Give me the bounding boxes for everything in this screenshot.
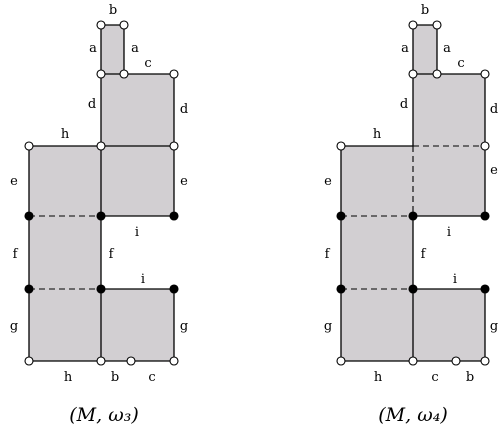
edge-label: d — [490, 102, 498, 117]
edge-label: d — [180, 102, 188, 117]
panel-right: b a a c d d h e e i f f i g g h c b (M, … — [324, 3, 498, 426]
edge-label: e — [10, 174, 18, 189]
edge-label: c — [148, 370, 155, 385]
vertex-open — [169, 356, 179, 366]
vertex-filled — [408, 211, 418, 221]
vertex-open — [408, 20, 418, 30]
edge-label: h — [64, 370, 73, 385]
vertex-open — [126, 356, 136, 366]
vertex-open — [432, 69, 442, 79]
edge-label: a — [89, 41, 97, 56]
vertex-filled — [24, 211, 34, 221]
edge-label: f — [13, 247, 19, 262]
edge-label: h — [61, 127, 70, 142]
vertex-open — [119, 20, 129, 30]
vertex-filled — [336, 211, 346, 221]
edge-label: e — [490, 163, 498, 178]
vertex-open — [24, 141, 34, 151]
edge-label: e — [180, 174, 188, 189]
vertex-open — [169, 69, 179, 79]
edge-label: f — [109, 247, 115, 262]
edge-label: g — [180, 319, 188, 334]
vertex-open — [96, 141, 106, 151]
edge-label: i — [453, 272, 457, 287]
vertex-open — [336, 356, 346, 366]
edge-label: h — [374, 370, 383, 385]
panel-caption: (M, ω₄) — [378, 404, 447, 426]
edge-label: b — [111, 370, 119, 385]
edge-label: h — [373, 127, 382, 142]
edge-label: i — [141, 272, 145, 287]
vertex-open — [480, 69, 490, 79]
vertex-filled — [96, 284, 106, 294]
edge-label: d — [400, 97, 408, 112]
face-upper — [413, 74, 485, 146]
vertex-filled — [480, 211, 490, 221]
vertex-open — [24, 356, 34, 366]
vertex-open — [408, 356, 418, 366]
edge-label: d — [88, 97, 96, 112]
vertex-filled — [336, 284, 346, 294]
face-upper — [101, 74, 174, 146]
edge-label: i — [447, 225, 451, 240]
vertex-open — [169, 141, 179, 151]
vertex-filled — [480, 284, 490, 294]
face-left-column — [341, 216, 413, 289]
vertex-filled — [408, 284, 418, 294]
edge-label: c — [431, 370, 438, 385]
edge-label: g — [10, 319, 18, 334]
vertex-open — [119, 69, 129, 79]
vertex-filled — [169, 284, 179, 294]
face-left-column — [29, 216, 101, 289]
vertex-open — [451, 356, 461, 366]
vertex-filled — [96, 211, 106, 221]
edge-label: e — [324, 174, 332, 189]
edge-label: g — [324, 319, 332, 334]
panel-caption: (M, ω₃) — [69, 404, 138, 426]
edge-label: i — [135, 225, 139, 240]
edge-label: b — [466, 370, 474, 385]
face-small-top — [101, 25, 124, 74]
edge-label: c — [144, 56, 151, 71]
edge-label: b — [109, 3, 117, 18]
edge-label: a — [401, 41, 409, 56]
vertex-open — [408, 69, 418, 79]
vertex-open — [96, 69, 106, 79]
vertex-open — [336, 141, 346, 151]
edge-label: f — [325, 247, 331, 262]
edge-label: b — [421, 3, 429, 18]
panel-left: b a a c d d h e e i f f i g g h b c (M, … — [10, 3, 188, 426]
edge-label: g — [490, 319, 498, 334]
face-small-top — [413, 25, 437, 74]
vertex-open — [480, 141, 490, 151]
vertex-open — [96, 356, 106, 366]
vertex-open — [480, 356, 490, 366]
edge-label: c — [457, 56, 464, 71]
vertex-filled — [24, 284, 34, 294]
edge-label: f — [421, 247, 427, 262]
vertex-filled — [169, 211, 179, 221]
vertex-open — [432, 20, 442, 30]
vertex-open — [96, 20, 106, 30]
edge-label: a — [131, 41, 139, 56]
edge-label: a — [443, 41, 451, 56]
